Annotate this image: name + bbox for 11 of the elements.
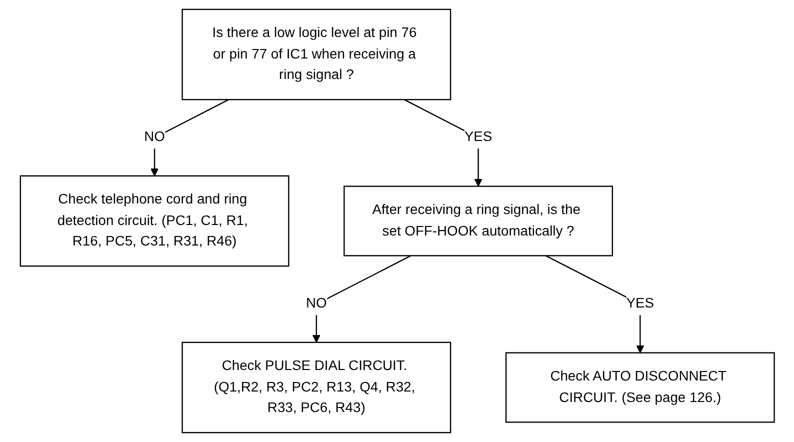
node-box: Check AUTO DISCONNECT CIRCUIT. (See page 126.) (505, 352, 775, 423)
node-box: After receiving a ring signal, is the set OFF-HOOK automatically ? (343, 186, 613, 256)
edge-label: YES (626, 296, 654, 312)
edge-label: NO (306, 296, 326, 312)
arrow (150, 99, 229, 176)
node-box: Check PULSE DIAL CIRCUIT. (Q1,R2, R3, PC2, R13, Q4, R32, R33, PC6, R43) (181, 342, 451, 434)
arrow (312, 255, 411, 343)
node-box: Is there a low logic level at pin 76 or pin 77 of IC1 when receiving a ring signal ? (181, 8, 451, 100)
edge-label: NO (144, 129, 165, 145)
edge-label: YES (464, 129, 492, 145)
node-box: Check telephone cord and ring detection circuit. (PC1, C1, R1, R16, PC5, C31, R31, R46) (19, 175, 289, 267)
